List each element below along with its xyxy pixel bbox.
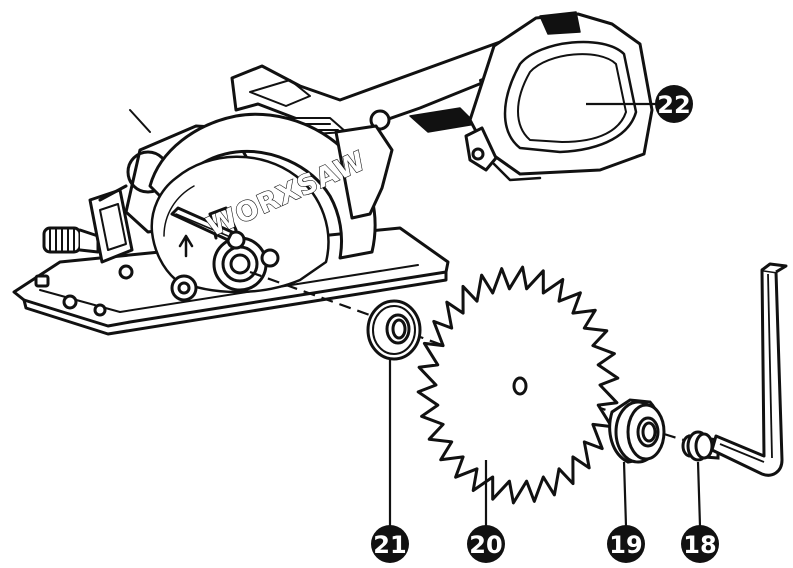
callout-19-text: 19 (609, 531, 642, 559)
callout-18-text: 18 (683, 531, 716, 559)
inner-flange-washer (608, 398, 666, 464)
saw-blade (416, 265, 620, 505)
callout-22-text: 22 (657, 91, 690, 119)
callout-19: 19 (607, 525, 645, 563)
callout-18: 18 (681, 525, 719, 563)
hex-key-wrench (710, 262, 788, 477)
circular-saw-body (12, 11, 654, 336)
callout-21: 21 (371, 525, 409, 563)
outer-flange-washer (366, 299, 422, 361)
callout-20-text: 20 (469, 531, 502, 559)
callout-21-text: 21 (373, 531, 406, 559)
leader-lines (388, 102, 702, 527)
blade-bolt (681, 430, 720, 462)
callout-20: 20 (467, 525, 505, 563)
callout-22: 22 (655, 85, 693, 123)
